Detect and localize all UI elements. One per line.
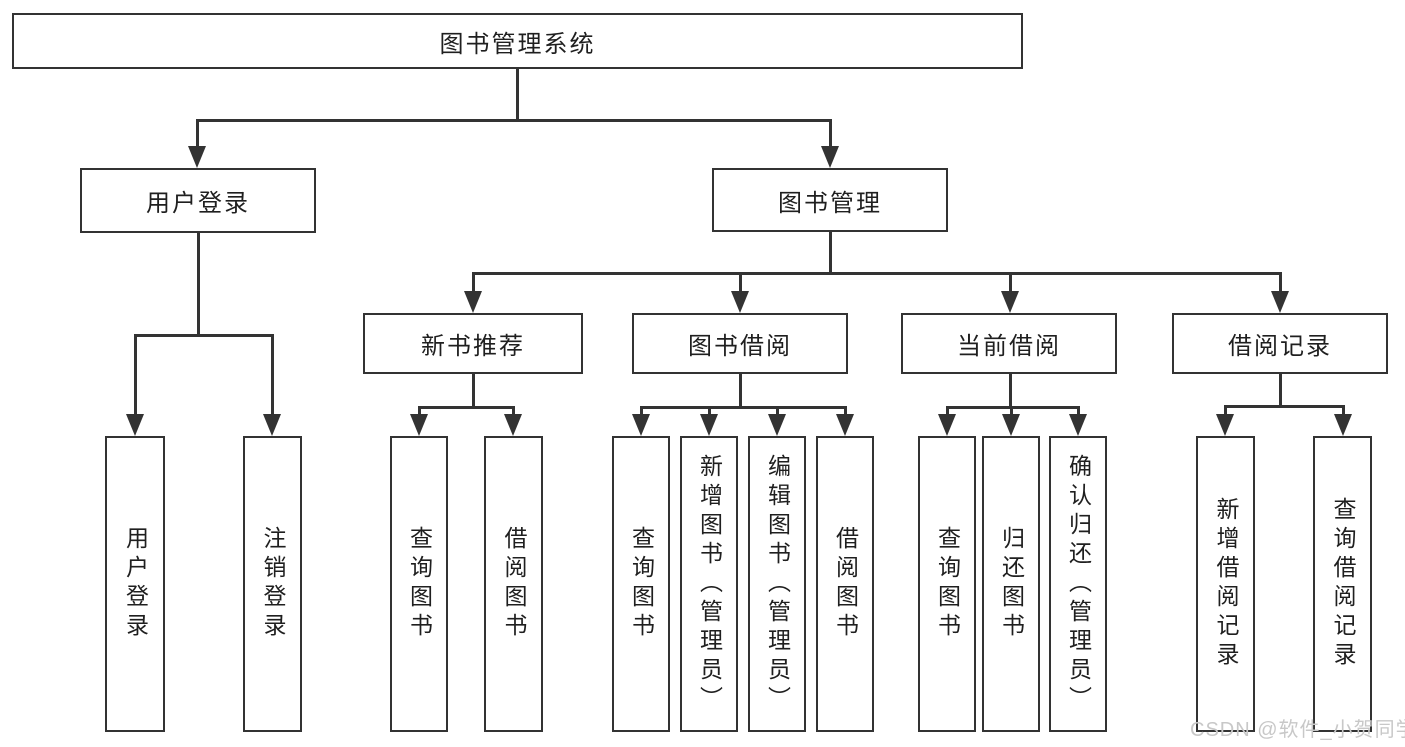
connector-drop-book-management bbox=[829, 119, 832, 149]
node-new-book-recommend: 新书推荐 bbox=[363, 313, 583, 374]
arrowhead bbox=[821, 146, 839, 168]
arrowhead bbox=[938, 414, 956, 436]
arrowhead bbox=[768, 414, 786, 436]
node-library-system: 图书管理系统 bbox=[12, 13, 1023, 69]
connector-mgmt-stem bbox=[829, 232, 832, 274]
connector-drop bbox=[844, 406, 847, 416]
leaf-return-books: 归还图书 bbox=[982, 436, 1040, 732]
connector-records-stem bbox=[1279, 374, 1282, 407]
connector-root-rail bbox=[196, 119, 832, 122]
node-borrowing-records: 借阅记录 bbox=[1172, 313, 1388, 374]
leaf-query-books-borrowing: 查询图书 bbox=[612, 436, 670, 732]
arrowhead bbox=[1001, 291, 1019, 313]
node-book-management: 图书管理 bbox=[712, 168, 948, 232]
leaf-query-borrow-record: 查询借阅记录 bbox=[1313, 436, 1372, 732]
arrowhead bbox=[1271, 291, 1289, 313]
connector-borrowing-stem bbox=[739, 374, 742, 408]
arrowhead bbox=[126, 414, 144, 436]
node-user-login: 用户登录 bbox=[80, 168, 316, 233]
connector-drop-current bbox=[1009, 272, 1012, 293]
arrowhead bbox=[188, 146, 206, 168]
connector-drop bbox=[776, 406, 779, 416]
leaf-logout: 注销登录 bbox=[243, 436, 302, 732]
connector-recommend-rail bbox=[418, 406, 514, 409]
leaf-query-books-recommend: 查询图书 bbox=[390, 436, 448, 732]
connector-login-rail bbox=[134, 334, 273, 337]
leaf-confirm-return-admin: 确认归还（管理员） bbox=[1049, 436, 1107, 732]
connector-drop bbox=[1224, 405, 1227, 416]
connector-drop bbox=[708, 406, 711, 416]
connector-drop bbox=[1342, 405, 1345, 416]
arrowhead bbox=[464, 291, 482, 313]
leaf-user-login: 用户登录 bbox=[105, 436, 165, 732]
connector-drop-leaf-logout bbox=[271, 334, 274, 415]
connector-drop bbox=[946, 406, 949, 416]
arrowhead bbox=[1069, 414, 1087, 436]
arrowhead bbox=[632, 414, 650, 436]
connector-records-rail bbox=[1224, 405, 1344, 408]
arrowhead bbox=[1334, 414, 1352, 436]
connector-login-stem bbox=[197, 233, 200, 336]
arrowhead bbox=[504, 414, 522, 436]
leaf-add-borrow-record: 新增借阅记录 bbox=[1196, 436, 1255, 732]
arrowhead bbox=[263, 414, 281, 436]
node-book-borrowing: 图书借阅 bbox=[632, 313, 848, 374]
connector-drop-borrowing bbox=[739, 272, 742, 293]
leaf-borrow-books-recommend: 借阅图书 bbox=[484, 436, 543, 732]
connector-recommend-stem bbox=[472, 374, 475, 408]
node-current-borrowing: 当前借阅 bbox=[901, 313, 1117, 374]
connector-drop bbox=[1077, 406, 1080, 416]
connector-drop-user-login bbox=[196, 119, 199, 149]
connector-drop-recommend bbox=[472, 272, 475, 293]
connector-drop bbox=[418, 406, 421, 416]
leaf-add-books-admin: 新增图书（管理员） bbox=[680, 436, 738, 732]
arrowhead bbox=[1216, 414, 1234, 436]
connector-drop bbox=[512, 406, 515, 416]
connector-drop-leaf-login bbox=[134, 334, 137, 415]
watermark-text: CSDN @软件_小贺同学 bbox=[1190, 719, 1405, 741]
connector-drop bbox=[1010, 406, 1013, 416]
arrowhead bbox=[731, 291, 749, 313]
arrowhead bbox=[700, 414, 718, 436]
arrowhead bbox=[1002, 414, 1020, 436]
connector-current-rail bbox=[946, 406, 1079, 409]
leaf-borrow-books-borrowing: 借阅图书 bbox=[816, 436, 874, 732]
leaf-query-books-current: 查询图书 bbox=[918, 436, 976, 732]
connector-mgmt-rail bbox=[472, 272, 1281, 275]
arrowhead bbox=[410, 414, 428, 436]
connector-current-stem bbox=[1009, 374, 1012, 408]
arrowhead bbox=[836, 414, 854, 436]
leaf-edit-books-admin: 编辑图书（管理员） bbox=[748, 436, 806, 732]
connector-borrowing-rail bbox=[640, 406, 846, 409]
connector-drop-records bbox=[1279, 272, 1282, 293]
connector-drop bbox=[640, 406, 643, 416]
connector-root-stem bbox=[516, 69, 519, 121]
